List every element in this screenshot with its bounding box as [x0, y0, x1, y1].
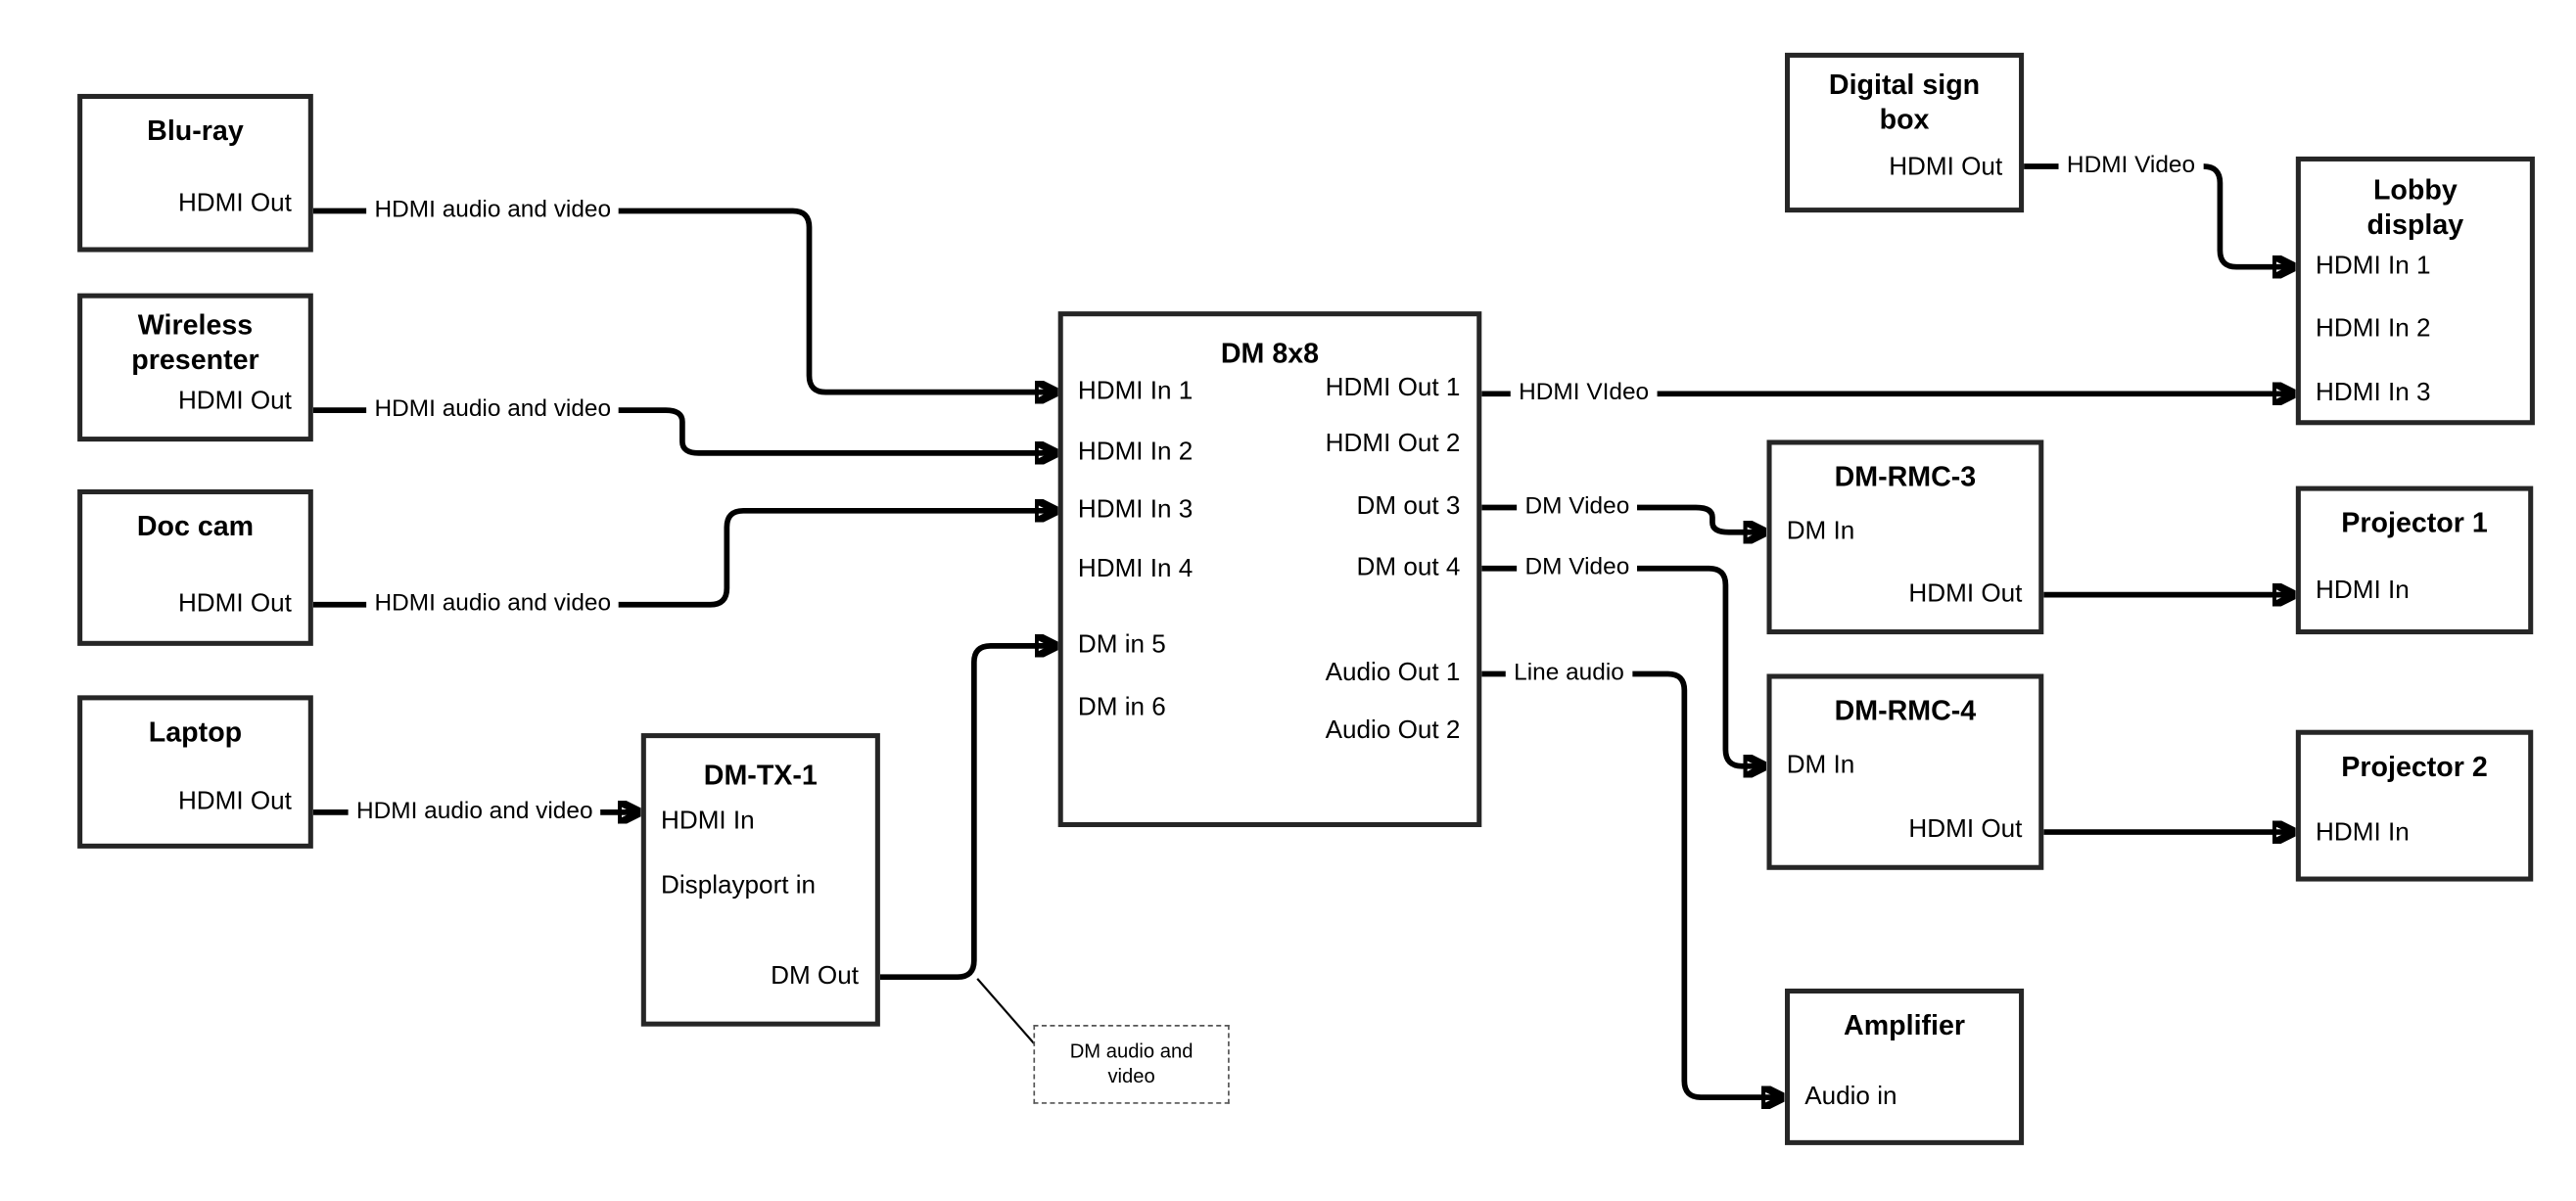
dm-rmc-4-port-dm-in: DM In	[1786, 751, 1855, 780]
bluray-box: Blu-ray HDMI Out	[77, 93, 313, 253]
dm-tx-1-port-dm-out: DM Out	[771, 962, 859, 991]
dm-8x8-port-dm-in-5: DM in 5	[1077, 630, 1166, 660]
dm-8x8-port-hdmi-in-4: HDMI In 4	[1077, 555, 1194, 583]
connection-label-doc-cam-hdmi: HDMI audio and video	[366, 590, 620, 620]
connector-dm8x8-audio-out-1-to-amplifier	[1481, 670, 1780, 1097]
amplifier-box: Amplifier Audio in	[1785, 988, 2025, 1145]
connector-bluray-to-dm8x8-hdmi-in-1	[312, 208, 1054, 392]
connection-label-dm-out-4: DM Video	[1517, 554, 1638, 583]
dm-audio-video-note: DM audio and video	[1033, 1025, 1230, 1104]
dm-tx-1-title: DM-TX-1	[703, 760, 818, 791]
dm-rmc-3-box: DM-RMC-3 DM In HDMI Out	[1766, 439, 2044, 635]
connection-label-bluray-hdmi: HDMI audio and video	[366, 197, 620, 225]
dm-tx-1-port-displayport-in: Displayport in	[661, 871, 817, 901]
dm-8x8-port-dm-out-3: DM out 3	[1356, 492, 1461, 521]
dm-tx-1-port-hdmi-in: HDMI In	[661, 807, 755, 836]
connector-digital-sign-to-lobby-hdmi-in-1	[2024, 163, 2291, 267]
lobby-display-box: Lobby display HDMI In 1 HDMI In 2 HDMI I…	[2295, 156, 2535, 426]
laptop-port-hdmi-out: HDMI Out	[177, 787, 292, 816]
bluray-port-hdmi-out: HDMI Out	[177, 189, 292, 218]
dm-rmc-4-port-hdmi-out: HDMI Out	[1908, 815, 2023, 844]
lobby-display-title: Lobby display	[2366, 174, 2464, 241]
lobby-display-port-hdmi-in-2: HDMI In 2	[2316, 314, 2431, 344]
amplifier-port-audio-in: Audio in	[1804, 1082, 1897, 1111]
connection-label-digital-sign-hdmi: HDMI Video	[2058, 152, 2204, 181]
digital-sign-title: Digital sign box	[1828, 69, 1981, 136]
projector-2-port-hdmi-in: HDMI In	[2316, 818, 2410, 848]
lobby-display-port-hdmi-in-1: HDMI In 1	[2316, 252, 2431, 281]
projector-2-box: Projector 2 HDMI In	[2295, 729, 2534, 882]
dm-rmc-3-port-dm-in: DM In	[1786, 517, 1855, 546]
dm-8x8-port-hdmi-out-2: HDMI Out 2	[1325, 430, 1461, 458]
wireless-presenter-box: Wireless presenter HDMI Out	[77, 293, 313, 442]
lobby-display-port-hdmi-in-3: HDMI In 3	[2316, 379, 2431, 407]
dm-8x8-port-hdmi-out-1: HDMI Out 1	[1325, 374, 1461, 402]
connection-label-audio-out-1: Line audio	[1505, 660, 1633, 688]
doc-cam-title: Doc cam	[136, 510, 255, 542]
dm-8x8-port-dm-in-6: DM in 6	[1077, 693, 1166, 722]
dm-8x8-box: DM 8x8 HDMI In 1 HDMI In 2 HDMI In 3 HDM…	[1057, 311, 1482, 828]
connector-doccam-to-dm8x8-hdmi-in-3	[312, 511, 1054, 608]
digital-sign-box: Digital sign box HDMI Out	[1785, 52, 2025, 213]
connector-dm8x8-dm-out-3-to-dmrmc3	[1481, 504, 1761, 531]
dm-audio-video-note-text: DM audio and video	[1069, 1039, 1194, 1087]
doc-cam-port-hdmi-out: HDMI Out	[177, 589, 292, 619]
dm-rmc-4-box: DM-RMC-4 DM In HDMI Out	[1766, 673, 2044, 870]
connection-label-dm-out-3: DM Video	[1517, 493, 1638, 522]
projector-1-title: Projector 1	[2341, 507, 2488, 539]
dm-tx-1-box: DM-TX-1 HDMI In Displayport in DM Out	[640, 733, 880, 1027]
dm-8x8-port-audio-out-1: Audio Out 1	[1325, 659, 1461, 687]
connection-label-hdmi-out-1: HDMI VIdeo	[1510, 380, 1658, 408]
connector-dm8x8-dm-out-4-to-dmrmc4	[1481, 565, 1761, 766]
dm-8x8-port-hdmi-in-2: HDMI In 2	[1077, 438, 1194, 467]
projector-1-box: Projector 1 HDMI In	[2295, 485, 2534, 635]
dm-8x8-port-dm-out-4: DM out 4	[1356, 553, 1461, 582]
projector-1-port-hdmi-in: HDMI In	[2316, 577, 2410, 605]
dm-8x8-port-hdmi-in-1: HDMI In 1	[1077, 377, 1194, 406]
note-callout-line	[976, 978, 1036, 1045]
bluray-title: Blu-ray	[147, 115, 244, 147]
dm-rmc-4-title: DM-RMC-4	[1834, 695, 1977, 727]
dm-rmc-3-title: DM-RMC-3	[1834, 461, 1977, 493]
dm-8x8-port-hdmi-in-3: HDMI In 3	[1077, 495, 1194, 525]
connection-label-laptop-hdmi: HDMI audio and video	[348, 798, 601, 827]
dm-rmc-3-port-hdmi-out: HDMI Out	[1908, 579, 2023, 609]
connector-dmtx1-to-dm8x8-dm-in-5	[879, 646, 1054, 981]
wireless-presenter-port-hdmi-out: HDMI Out	[177, 387, 292, 416]
digital-sign-port-hdmi-out: HDMI Out	[1889, 153, 2003, 182]
projector-2-title: Projector 2	[2341, 751, 2488, 783]
wireless-presenter-title: Wireless presenter	[131, 309, 259, 376]
connection-label-wireless-hdmi: HDMI audio and video	[366, 395, 620, 425]
dm-8x8-title: DM 8x8	[1220, 338, 1320, 370]
dm-8x8-port-audio-out-2: Audio Out 2	[1325, 716, 1461, 745]
amplifier-title: Amplifier	[1844, 1009, 1966, 1041]
doc-cam-box: Doc cam HDMI Out	[77, 488, 313, 646]
connector-wireless-to-dm8x8-hdmi-in-2	[312, 407, 1054, 453]
laptop-box: Laptop HDMI Out	[77, 695, 313, 849]
laptop-title: Laptop	[148, 716, 243, 749]
